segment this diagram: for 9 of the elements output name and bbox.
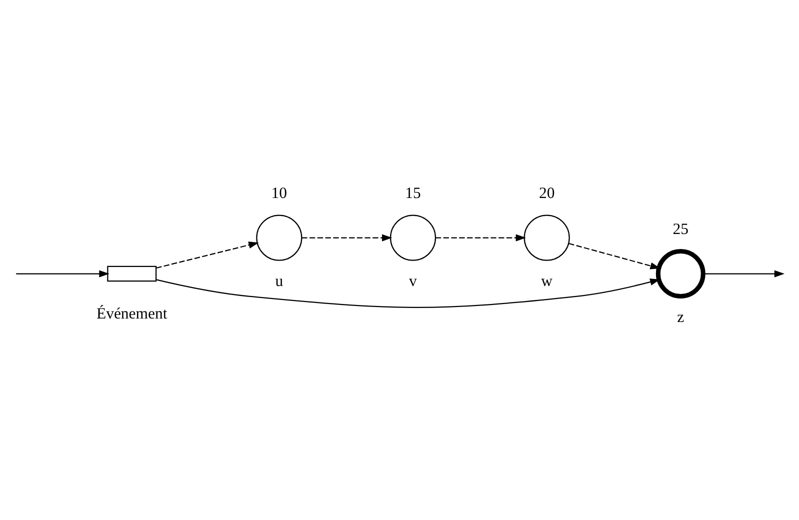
node-label: w xyxy=(541,272,553,290)
node-label: 15 xyxy=(405,185,421,202)
node-label: 10 xyxy=(271,185,288,202)
node-label: 20 xyxy=(538,185,555,202)
node-label: v xyxy=(409,272,417,290)
node-label: u xyxy=(275,272,284,290)
node-label: Événement xyxy=(96,305,168,322)
node-label: 25 xyxy=(672,221,689,238)
node-label: z xyxy=(677,308,684,326)
